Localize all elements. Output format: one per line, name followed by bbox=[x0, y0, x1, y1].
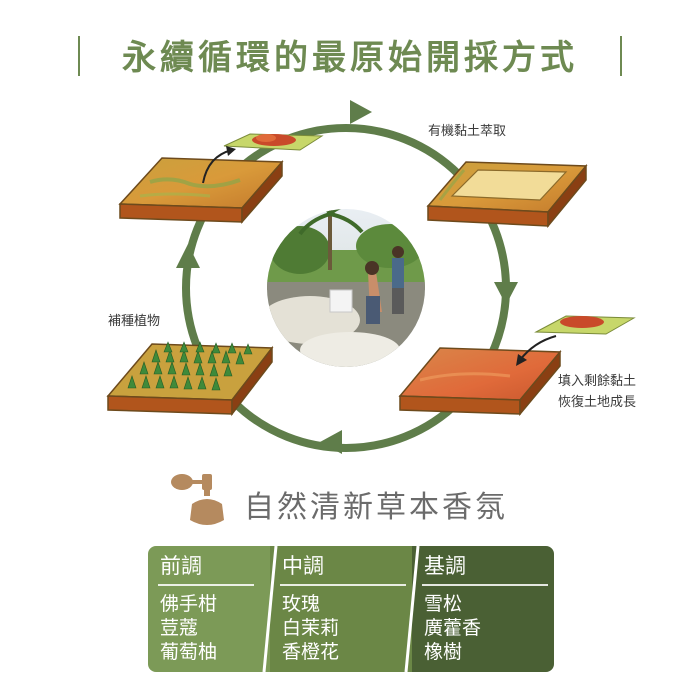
cycle-arrow-left bbox=[176, 244, 200, 268]
note-head-base: 基調 bbox=[424, 554, 466, 578]
note-item: 玫瑰 bbox=[282, 593, 321, 615]
soil-tile-top-right bbox=[426, 161, 588, 229]
soil-clump-top-left bbox=[223, 133, 324, 151]
soil-clump-bottom-right bbox=[534, 315, 636, 335]
soil-tile-bottom-left bbox=[106, 341, 274, 417]
note-head-top: 前調 bbox=[160, 554, 202, 578]
soil-tile-bottom-right bbox=[398, 347, 562, 417]
caption-extraction: 有機黏土萃取 bbox=[428, 124, 507, 139]
title-right-bar bbox=[620, 36, 622, 76]
fragrance-title: 自然清新草本香氛 bbox=[244, 490, 508, 525]
note-item: 荳蔻 bbox=[160, 617, 199, 639]
perfume-bottle-icon bbox=[171, 474, 224, 525]
note-item: 雪松 bbox=[424, 593, 463, 615]
caption-refill: 填入剩餘黏土 bbox=[558, 374, 637, 389]
cycle-arrow-top bbox=[350, 100, 372, 124]
cycle-arrow-bottom bbox=[320, 430, 342, 454]
caption-restore: 恢復土地成長 bbox=[558, 395, 637, 410]
page-title: 永續循環的最原始開採方式 bbox=[122, 38, 578, 78]
note-item: 香橙花 bbox=[282, 641, 340, 663]
note-column-base: 基調 雪松 廣藿香 橡樹 bbox=[412, 546, 554, 672]
note-dividers bbox=[262, 546, 420, 672]
note-item: 橡樹 bbox=[424, 641, 463, 663]
title-wrap: 永續循環的最原始開採方式 bbox=[0, 30, 700, 86]
note-item: 白茉莉 bbox=[282, 617, 340, 639]
caption-replant: 補種植物 bbox=[108, 314, 161, 329]
cycle-diagram bbox=[106, 100, 636, 454]
seedlings bbox=[127, 341, 253, 391]
note-item: 廣藿香 bbox=[424, 617, 482, 639]
note-item: 佛手柑 bbox=[160, 593, 218, 615]
note-item: 葡萄柚 bbox=[160, 641, 218, 663]
center-photo bbox=[267, 209, 425, 367]
notes-panel: 前調 佛手柑 荳蔻 葡萄柚 中調 玫瑰 白茉莉 香橙花 基調 雪松 廣藿香 橡 bbox=[148, 546, 554, 672]
title-left-bar bbox=[78, 36, 80, 76]
soil-tile-top-left bbox=[118, 157, 284, 225]
fragrance-header: 自然清新草本香氛 bbox=[168, 470, 548, 530]
note-head-middle: 中調 bbox=[282, 554, 324, 578]
note-column-top: 前調 佛手柑 荳蔻 葡萄柚 bbox=[148, 546, 270, 672]
note-column-middle: 中調 玫瑰 白茉莉 香橙花 bbox=[270, 546, 412, 672]
cycle-arrow-right bbox=[494, 282, 518, 305]
